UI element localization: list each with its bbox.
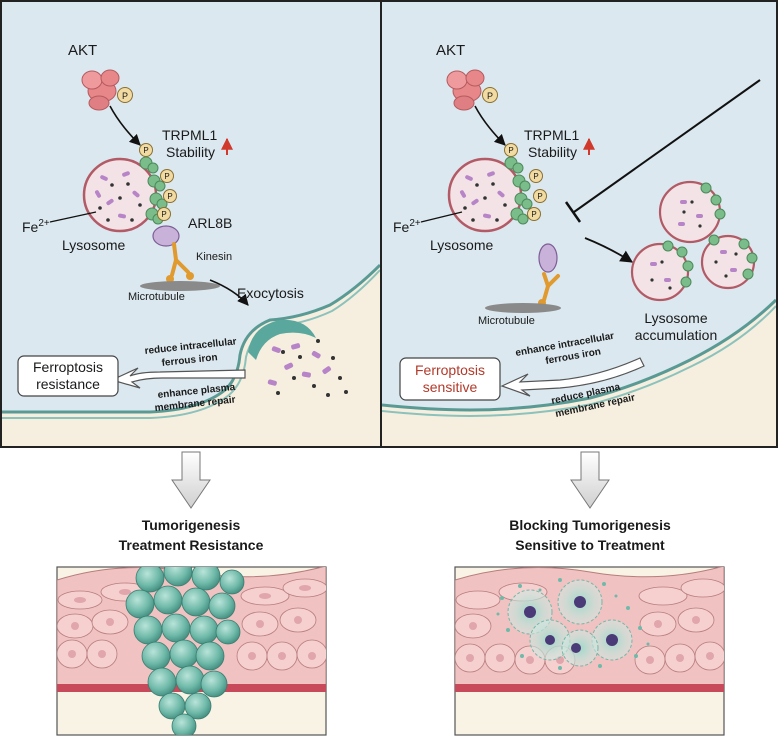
arl8b-detached	[538, 243, 558, 273]
left-effect-arrow	[110, 367, 246, 389]
trpml1-label-left: TRPML1	[162, 127, 217, 143]
down-arrow-right	[570, 451, 610, 509]
down-arrow-left	[171, 451, 211, 509]
right-cell-membrane	[382, 298, 776, 412]
left-cell-membrane	[2, 263, 380, 414]
microtubule-label-left: Microtubule	[128, 291, 185, 303]
accumulation-line2: accumulation	[635, 327, 718, 343]
outcome-line2-left: resistance	[36, 376, 100, 392]
svg-text:P: P	[167, 192, 172, 201]
svg-text:P: P	[508, 146, 513, 155]
right-panel: P AKT TRPML1 Stability	[382, 2, 776, 420]
svg-text:P: P	[537, 192, 542, 201]
inhibition-line	[573, 79, 761, 213]
kinesin-label: Kinesin	[196, 251, 232, 263]
fe-label-right: Fe2+	[393, 218, 421, 235]
microtubule-right	[485, 303, 561, 313]
bottom-right-title1: Blocking Tumorigenesis	[509, 517, 671, 533]
dying-tumor-cells	[496, 578, 650, 670]
tissue-left	[56, 566, 327, 736]
microtubule-label-right: Microtubule	[478, 315, 535, 327]
akt-label-left: AKT	[68, 42, 97, 59]
svg-text:P: P	[143, 146, 148, 155]
svg-text:P: P	[531, 210, 536, 219]
ferroptosis-resistance-box	[17, 355, 119, 397]
outcome-line1-right: Ferroptosis	[415, 362, 485, 378]
exocytosis-label: Exocytosis	[237, 285, 304, 301]
svg-text:P: P	[161, 210, 166, 219]
svg-text:P: P	[122, 91, 128, 101]
microtubule-left	[140, 281, 220, 291]
stability-label-right: Stability	[528, 144, 577, 160]
akt-protein-left: P	[81, 69, 133, 111]
fe-label-left: Fe2+	[22, 218, 50, 235]
lysosome-label-right: Lysosome	[430, 237, 494, 253]
lysosome-right	[447, 157, 523, 233]
trpml1-channels-right: P P P P	[504, 143, 547, 225]
trpml1-label-right: TRPML1	[524, 127, 579, 143]
right-cytoplasm	[382, 2, 776, 410]
lysosome-left	[82, 157, 158, 233]
lysosome-label-left: Lysosome	[62, 237, 126, 253]
outcome-line1-left: Ferroptosis	[33, 359, 103, 375]
tumor-mass	[125, 567, 245, 735]
trpml1-channels-left: P P P P	[139, 143, 177, 225]
stability-label-left: Stability	[166, 144, 215, 160]
arl8b-protein	[152, 225, 180, 247]
svg-text:P: P	[487, 91, 493, 101]
bottom-left-title1: Tumorigenesis	[142, 517, 241, 533]
exocytosis-vesicle	[248, 319, 348, 397]
arl8b-label: ARL8B	[188, 215, 232, 231]
tissue-right	[454, 566, 725, 736]
bottom-left-title2: Treatment Resistance	[119, 537, 264, 553]
accumulated-lysosomes	[630, 180, 758, 302]
bottom-right-title2: Sensitive to Treatment	[515, 537, 665, 553]
svg-text:P: P	[533, 172, 538, 181]
kinesin-motor	[166, 242, 194, 283]
ferroptosis-sensitive-box	[399, 357, 501, 401]
outcome-line2-right: sensitive	[423, 379, 478, 395]
right-effect-arrow	[500, 357, 645, 397]
accumulation-line1: Lysosome	[644, 310, 708, 326]
akt-label-right: AKT	[436, 42, 465, 59]
akt-protein-right: P	[446, 69, 498, 111]
svg-text:P: P	[164, 172, 169, 181]
